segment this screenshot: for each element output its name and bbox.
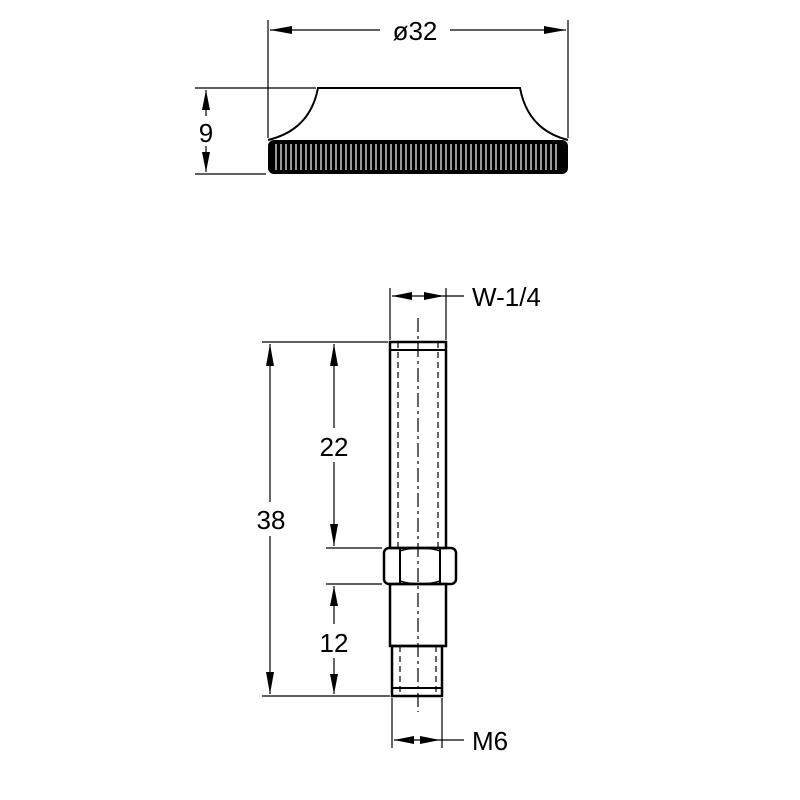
knob-diameter-label: ø32: [393, 16, 438, 46]
arrow-icon: [330, 674, 338, 694]
overall-length-label: 38: [257, 505, 286, 535]
arrow-icon: [270, 26, 292, 34]
lower-length-label: 12: [320, 628, 349, 658]
arrow-icon: [330, 586, 338, 606]
stud-part: W-1/4 M6 38 22 12: [252, 282, 541, 756]
stud-hex-nut: [382, 546, 458, 586]
knob-part: ø32 9: [194, 14, 569, 175]
stud-hex-arc: [399, 547, 441, 585]
top-thread-label: W-1/4: [472, 282, 541, 312]
arrow-icon: [266, 344, 274, 366]
arrow-icon: [202, 152, 210, 172]
arrow-icon: [544, 26, 566, 34]
arrow-icon: [330, 344, 338, 366]
bottom-thread-label: M6: [472, 726, 508, 756]
arrow-icon: [392, 292, 412, 300]
knob-height-label: 9: [199, 118, 213, 148]
knob-knurl-lines: [275, 144, 557, 170]
arrow-icon: [266, 672, 274, 694]
stud-lower-thread: [390, 644, 444, 698]
arrow-icon: [202, 90, 210, 110]
knob-profile: [267, 87, 569, 141]
arrow-icon: [330, 524, 338, 546]
upper-length-label: 22: [320, 432, 349, 462]
arrow-icon: [394, 736, 414, 744]
arrow-icon: [420, 736, 440, 744]
arrow-icon: [424, 292, 444, 300]
knob-knurl-band: [268, 140, 568, 174]
